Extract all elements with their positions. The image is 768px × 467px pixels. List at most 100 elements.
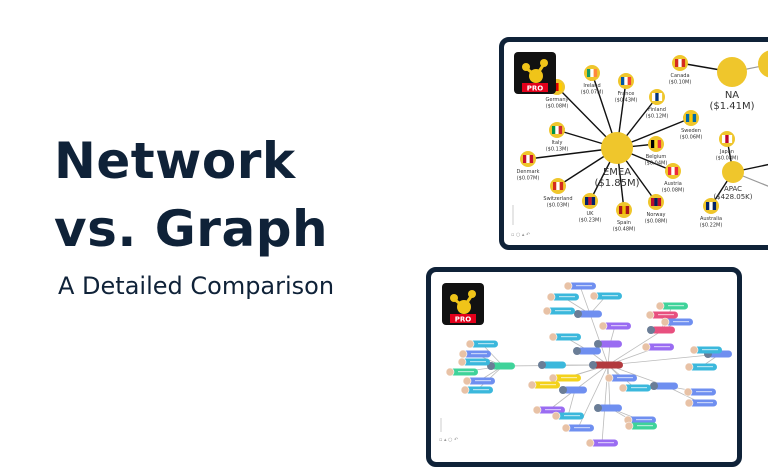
graph-link xyxy=(607,364,611,409)
pill-text-line xyxy=(617,377,633,379)
avatar-icon xyxy=(684,362,694,372)
avatar-icon xyxy=(561,423,571,433)
avatar-icon xyxy=(462,376,472,386)
country-value: ($0.10M) xyxy=(669,80,692,86)
avatar-icon xyxy=(684,398,694,408)
graph-link xyxy=(567,389,576,417)
hub-pill xyxy=(593,361,623,369)
avatar-icon xyxy=(445,367,455,377)
flag-icon xyxy=(529,155,534,163)
flag-icon xyxy=(655,93,659,101)
pill-text-line xyxy=(473,389,489,391)
flag-icon xyxy=(651,140,655,148)
avatar-icon xyxy=(548,373,558,383)
pill-text-line xyxy=(561,377,577,379)
pill-text-line xyxy=(564,415,580,417)
avatar-icon xyxy=(624,421,634,431)
country-name: Austria xyxy=(664,181,682,187)
flag-icon xyxy=(681,59,686,67)
flag-icon xyxy=(553,182,557,190)
hub-count-icon xyxy=(650,382,658,390)
hub-pill xyxy=(654,382,678,390)
hub-pill xyxy=(598,340,622,348)
pill-text-line xyxy=(631,387,647,389)
flag-icon xyxy=(590,69,594,77)
country-value: ($0.08M) xyxy=(546,104,569,110)
country-value: ($0.08M) xyxy=(662,188,685,194)
avatar-icon xyxy=(598,321,608,331)
graph-link xyxy=(579,285,591,315)
flag-icon xyxy=(657,198,662,206)
flag-icon xyxy=(678,59,682,67)
country-name: Spain xyxy=(617,220,631,226)
pill-text-line xyxy=(673,321,689,323)
avatar-icon xyxy=(460,385,470,395)
flag-icon xyxy=(709,202,713,210)
flag-icon xyxy=(624,77,628,85)
country-value: ($0.08M) xyxy=(716,156,739,162)
pill-text-line xyxy=(475,380,491,382)
pill-text-line xyxy=(637,425,653,427)
region-value: ($428.05K) xyxy=(714,193,753,201)
pill-text-line xyxy=(470,361,486,363)
country-name: Japan xyxy=(719,149,734,155)
hub-pill xyxy=(578,310,602,318)
network-visual-panel: EMEA($1.85M)NA($1.41M)APAC($428.05K)Germ… xyxy=(499,37,768,250)
country-name: Switzerland xyxy=(543,196,572,202)
flag-icon xyxy=(712,202,717,210)
pill-text-line xyxy=(668,305,684,307)
pro-badge-text: PRO xyxy=(527,85,544,93)
graph-link xyxy=(607,353,721,366)
region-name: EMEA xyxy=(603,167,631,178)
country-name: UK xyxy=(587,211,595,217)
flag-icon xyxy=(559,182,564,190)
flag-icon xyxy=(619,206,623,214)
region-node xyxy=(758,50,768,78)
flag-icon xyxy=(555,126,559,134)
pill-text-line xyxy=(611,325,627,327)
pill-text-line xyxy=(540,384,556,386)
country-name: Belgium xyxy=(646,154,667,160)
hub-count-icon xyxy=(594,404,602,412)
pill-text-line xyxy=(696,391,712,393)
flag-icon xyxy=(728,135,733,143)
avatar-icon xyxy=(655,301,665,311)
hub-pill xyxy=(651,326,675,334)
pill-text-line xyxy=(636,419,652,421)
country-name: Canada xyxy=(670,73,689,79)
pill-text-line xyxy=(478,343,494,345)
flag-icon xyxy=(558,126,563,134)
country-name: Ireland xyxy=(583,83,600,89)
flag-icon xyxy=(622,206,626,214)
country-value: ($0.48M) xyxy=(613,227,636,233)
avatar-icon xyxy=(457,357,467,367)
hub-count-icon xyxy=(538,361,546,369)
country-name: Norway xyxy=(647,212,666,218)
flag-icon xyxy=(526,155,530,163)
pill-text-line xyxy=(697,402,713,404)
flag-icon xyxy=(591,197,596,205)
pill-text-line xyxy=(602,295,618,297)
region-value: ($1.41M) xyxy=(709,101,754,112)
logo-node-icon xyxy=(468,290,476,298)
graph-link xyxy=(589,313,609,366)
avatar-icon xyxy=(542,306,552,316)
avatar-icon xyxy=(458,349,468,359)
title-line-1: Network xyxy=(54,132,296,190)
hub-count-icon xyxy=(647,326,655,334)
region-node xyxy=(601,132,633,164)
toolbar-icons: ▫ ▴ ○ ↶ xyxy=(439,437,458,443)
hub-pill xyxy=(598,404,622,412)
graph-link xyxy=(574,364,609,391)
avatar-icon xyxy=(660,317,670,327)
country-name: Germany xyxy=(546,97,569,103)
logo-node-icon xyxy=(450,294,458,302)
region-node xyxy=(717,57,747,87)
pro-badge xyxy=(522,83,548,92)
region-name: APAC xyxy=(724,185,742,193)
country-name: Finland xyxy=(648,107,666,113)
flag-icon xyxy=(675,59,679,67)
pill-text-line xyxy=(598,442,614,444)
avatar-icon xyxy=(548,332,558,342)
country-name: Italy xyxy=(552,140,563,146)
